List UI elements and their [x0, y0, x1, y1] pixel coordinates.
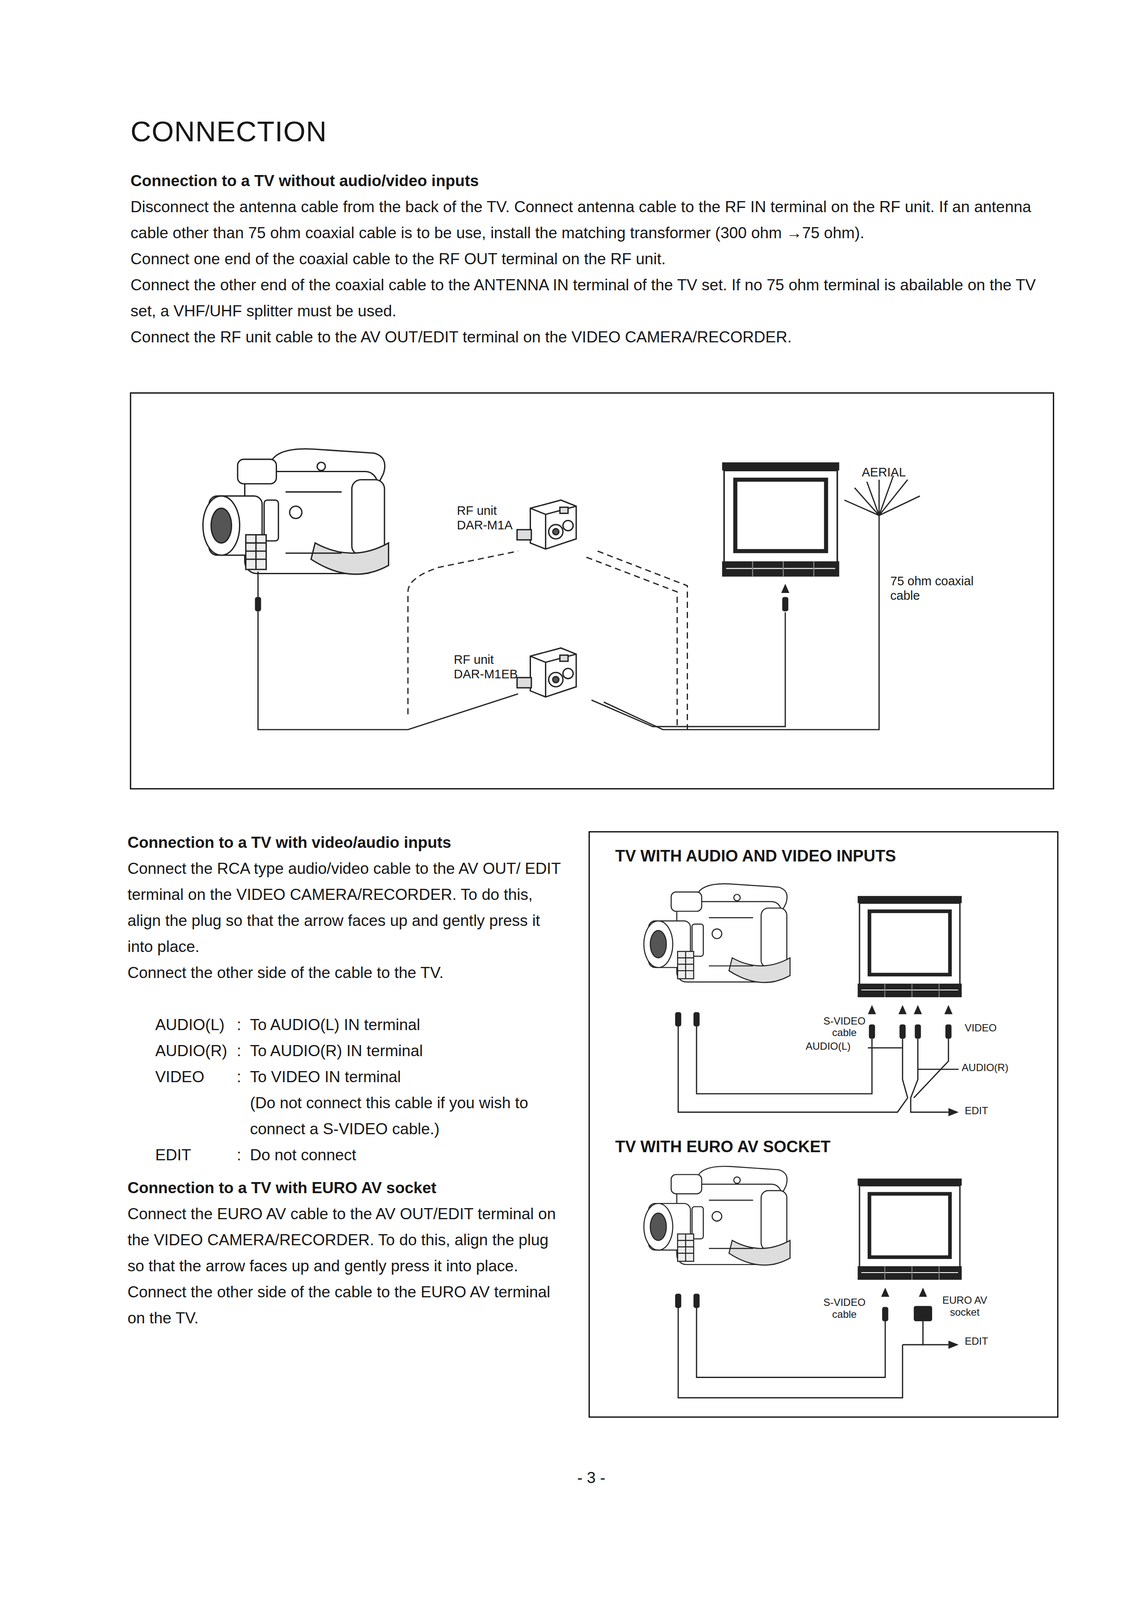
part-label: 75 ohm coaxial cable [890, 574, 1001, 603]
body-paragraph: Connect the EURO AV cable to the AV OUT/… [127, 1200, 562, 1279]
body-paragraph: Disconnect the antenna cable from the ba… [130, 193, 1059, 246]
body-paragraph: Connect the other side of the cable to t… [127, 959, 562, 986]
table-gap [155, 1089, 237, 1142]
table-cell: : [236, 1037, 251, 1064]
table-cell: To VIDEO IN terminal [250, 1063, 562, 1090]
page-number: - 3 - [577, 1468, 606, 1487]
page-title: CONNECTION [130, 114, 1059, 149]
body-paragraph: Connect one end of the coaxial cable to … [130, 245, 1059, 272]
table-cell: (Do not connect this cable if you wish t… [250, 1089, 562, 1142]
section-heading: Connection to a TV with EURO AV socket [127, 1174, 562, 1201]
cable-label: EURO AV socket [931, 1294, 999, 1318]
panel-box: TV WITH AUDIO AND VIDEO INPUTS TV WITH EU… [588, 830, 1059, 1418]
cable-label: AUDIO(R) [961, 1061, 1009, 1074]
body-paragraph: Connect the RCA type audio/video cable t… [127, 855, 562, 960]
body-paragraph: Connect the other end of the coaxial cab… [130, 271, 1059, 324]
panel-heading: TV WITH EURO AV SOCKET [615, 1137, 831, 1156]
cable-label: S-VIDEO cable [811, 1296, 878, 1320]
cable-label: VIDEO [964, 1021, 997, 1034]
part-label: RF unit DAR-M1A [456, 503, 522, 533]
table-gap [236, 1089, 251, 1142]
cable-label: AUDIO(L) [805, 1040, 851, 1053]
cable-label: EDIT [964, 1335, 989, 1347]
section-heading: Connection to a TV with video/audio inpu… [127, 829, 562, 856]
table-cell: AUDIO(L) [155, 1011, 237, 1038]
table-cell: VIDEO [155, 1063, 237, 1090]
panel-heading: TV WITH AUDIO AND VIDEO INPUTS [615, 846, 896, 866]
table-cell: AUDIO(R) [155, 1037, 237, 1064]
part-label: RF unit DAR-M1EB [453, 652, 522, 682]
table-cell: To AUDIO(L) IN terminal [250, 1011, 562, 1038]
text-column: Connection to a TV with video/audio inpu… [127, 829, 562, 1331]
table-cell: Do not connect [250, 1141, 562, 1168]
body-paragraph: Connect the other side of the cable to t… [127, 1278, 562, 1331]
cable-label: EDIT [964, 1104, 989, 1117]
table-cell: : [236, 1011, 251, 1038]
table-cell: : [236, 1141, 251, 1168]
body-paragraph: Connect the RF unit cable to the AV OUT/… [130, 323, 1059, 350]
table-cell: : [236, 1063, 251, 1090]
text-column: CONNECTION Connection to a TV without aud… [130, 114, 1059, 350]
part-label: AERIAL [861, 465, 906, 480]
cable-label: S-VIDEO cable [811, 1014, 878, 1039]
table-cell: EDIT [155, 1141, 237, 1168]
table-cell: To AUDIO(R) IN terminal [250, 1037, 562, 1064]
section-heading: Connection to a TV without audio/video i… [130, 167, 1059, 194]
terminal-table: AUDIO(L):To AUDIO(L) IN terminalAUDIO(R)… [155, 1011, 562, 1168]
